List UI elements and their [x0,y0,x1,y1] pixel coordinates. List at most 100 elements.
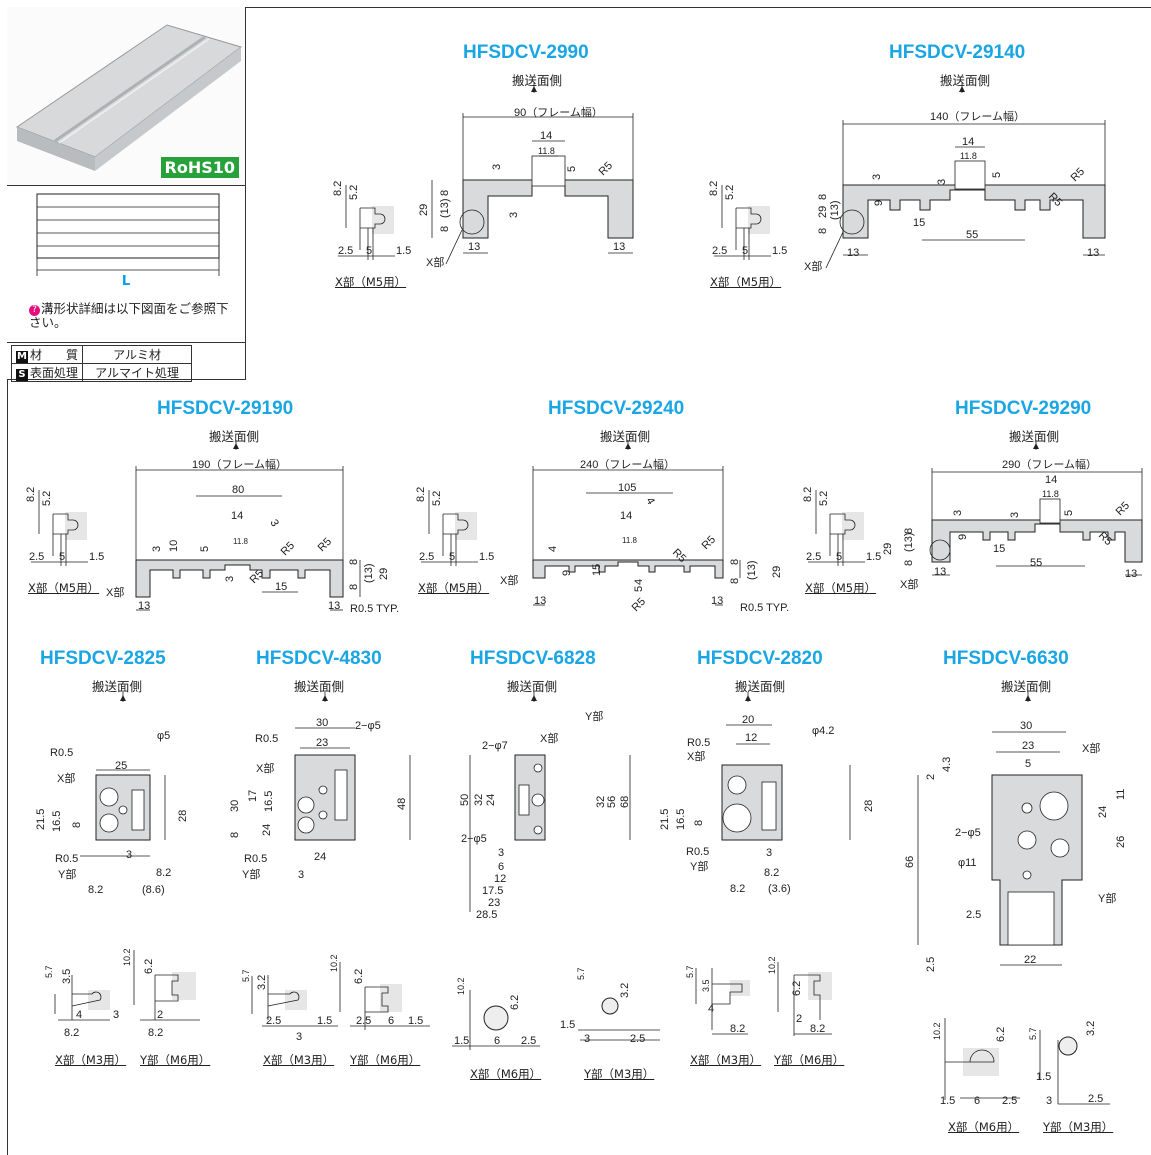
model-title-29290: HFSDCV-29290 [955,398,1092,419]
dim-3: 3 [298,869,304,881]
dim-11-8: 11.8 [622,536,638,545]
dim-1-5: 1.5 [940,1095,955,1107]
dim-23: 23 [1022,740,1034,752]
dim-4-3: 4.3 [941,757,953,772]
dim-8: 8 [348,584,360,590]
dim-56: 56 [606,796,618,808]
dim-29: 29 [418,204,430,216]
drawing-29140: 140（フレーム幅） 14 11.8 55 15 13 13 29 8 8 (1… [804,83,1106,273]
dim-8: 8 [439,226,451,232]
drawing-29290: 290（フレーム幅） 14 11.8 55 15 13 13 29 8 8 (1… [882,440,1143,591]
dim-24: 24 [1097,806,1109,818]
dim-5: 5 [366,245,372,257]
dim-5-2: 5.2 [724,185,736,200]
dim-8-2: 8.2 [708,181,720,196]
r05-typ: R0.5 TYP. [350,603,399,615]
extrusion-illustration [15,24,243,171]
dim-30: 30 [229,800,241,812]
dim-15: 15 [591,564,603,576]
dim-2-5: 2.5 [1002,1095,1017,1107]
dim-1-5: 1.5 [1036,1071,1051,1083]
info-icon: ? [29,305,40,316]
conveying-side-6630: 搬送面側 [1001,679,1052,694]
dim-13p: (13) [363,563,375,583]
y-part-label: Y部 [58,867,76,881]
conveying-side-2820: 搬送面側 [735,679,786,694]
dim-14: 14 [1045,474,1057,486]
dim-13p: (13) [439,198,451,218]
frame-top-border [7,7,1151,8]
dim-26: 26 [1115,836,1127,848]
dim-3: 3 [113,1009,119,1021]
dim-5: 5 [633,586,645,592]
model-title-2825: HFSDCV-2825 [40,648,166,669]
dim-8-2: 8.2 [730,883,745,895]
dim-1-5: 1.5 [866,551,881,563]
x-part-label: X部 [500,573,518,587]
frame-left-border [7,7,8,1155]
dim-13: 13 [1087,247,1099,259]
dim-r5: R5 [597,160,615,178]
dim-9: 9 [561,570,573,576]
dim-28: 28 [177,810,189,822]
rohs-prefix: RoHS [164,158,213,177]
dim-8-2: 8.2 [25,487,37,502]
dim-1-5: 1.5 [317,1015,332,1027]
dim-5-2: 5.2 [818,491,830,506]
dim-11-8: 11.8 [960,151,977,161]
dim-68: 68 [619,796,631,808]
drawing-6828: 2−φ7 X部 Y部 2−φ5 50 32 24 32 56 68 3 6 12… [459,692,631,921]
x-detail-m5-29190: 8.2 5.2 2.5 5 1.5 [25,487,104,566]
dim-8: 8 [817,228,829,234]
model-title-6630: HFSDCV-6630 [943,648,1069,669]
dim-8: 8 [903,528,915,534]
dim-4: 4 [76,1009,82,1021]
y-part-label: Y部 [585,709,603,723]
dim-2-5: 2.5 [266,1015,281,1027]
dim-8: 8 [903,560,915,566]
dim-48: 48 [396,798,408,810]
dim-2-5: 2.5 [925,957,937,972]
dim-14: 14 [231,510,243,522]
dim-20: 20 [742,714,754,726]
dim-1-5: 1.5 [408,1015,423,1027]
dim-8: 8 [693,820,705,826]
dim-8-2: 8.2 [156,867,171,879]
dim-80: 80 [232,484,244,496]
dim-13: 13 [468,241,480,253]
rohs-badge: RoHS10 [160,157,239,178]
dim-3: 3 [151,546,163,552]
dim-30: 30 [1020,720,1032,732]
dim-28: 28 [863,800,875,812]
dim-3: 3 [1009,512,1021,518]
dim-32: 32 [595,796,607,808]
dim-2: 2 [157,1009,163,1021]
model-title-4830: HFSDCV-4830 [256,648,382,669]
detail-label-y-m3: Y部（M3用） [584,1067,655,1081]
x-detail-m5-29290: 8.2 5.2 2.5 5 1.5 [802,487,881,566]
dim-23: 23 [488,897,500,909]
surface-mark: S [16,369,28,381]
dim-29: 29 [817,206,829,218]
dim-6-2: 6.2 [509,995,521,1010]
dim-10-2: 10.2 [932,1022,942,1040]
dim-3: 3 [871,174,883,180]
drawing-2820: 20 12 φ4.2 R0.5 X部 R0.5 Y部 21.5 16.5 8 2… [659,692,875,895]
dim-16-5: 16.5 [51,811,63,832]
dim-2-5: 2.5 [521,1035,536,1047]
details-4830: 5.7 3.2 2.5 1.5 3 10.2 6.2 2.5 6 1.5 [241,954,430,1043]
dim-24: 24 [261,824,273,836]
dim-66: 66 [904,856,916,868]
drawing-4830: 30 23 2−φ5 R0.5 X部 R0.5 Y部 30 17 8 24 16… [229,692,411,881]
dim-width-2990: 90（フレーム幅） [514,106,603,119]
dim-5-7: 5.7 [576,967,586,980]
conveying-side-6828: 搬送面側 [507,679,558,694]
dim-8: 8 [229,832,241,838]
x-part-label: X部 [57,771,75,785]
conveying-side-29190: 搬送面側 [209,429,260,444]
model-title-29140: HFSDCV-29140 [889,42,1026,63]
dim-2-5: 2.5 [630,1033,645,1045]
detail-label-x-m3: X部（M3用） [263,1053,335,1067]
r05: R0.5 [687,737,710,749]
